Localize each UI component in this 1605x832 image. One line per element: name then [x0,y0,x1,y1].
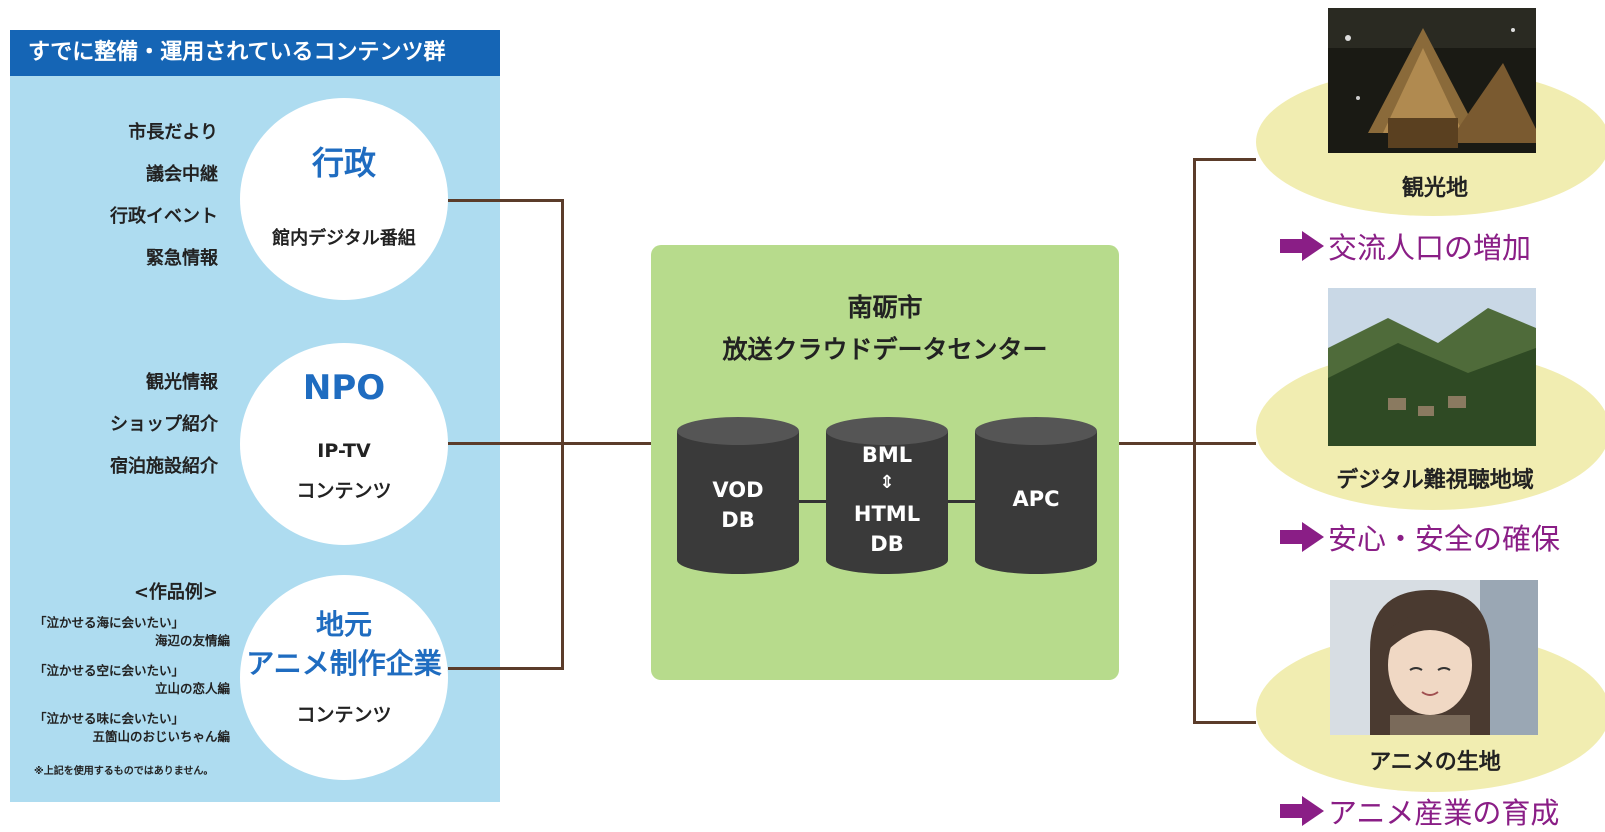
npo-item: 宿泊施設紹介 [110,456,218,477]
gyosei-subtitle: 館内デジタル番組 [272,228,416,249]
connector-line [448,667,563,670]
npo-title: NPO [302,368,386,408]
vod-db-label: DB [721,508,755,532]
mountain-valley-photo [1328,288,1536,446]
tourism-benefit-text: 交流人口の増加 [1328,231,1532,265]
db-connector [795,500,830,503]
work-subtitle: 立山の恋人編 [154,681,230,696]
html-db-cylinder [826,417,948,574]
html-db-label: BML [861,443,913,467]
work-subtitle: 海辺の友情編 [154,633,230,648]
disclaimer-note: ※上記を使用するものではありません。 [34,766,214,777]
anime-origin-benefit-text: アニメ産業の育成 [1328,796,1560,830]
tourism-label: 観光地 [1401,176,1468,201]
gyosei-circle [240,98,448,300]
connector-line [1193,721,1256,724]
right-arrow-icon [1280,231,1324,261]
npo-item: ショップ紹介 [110,414,218,435]
connector-line [448,199,563,202]
npo-subtitle-line: IP-TV [317,440,371,462]
data-center-title-line: 南砺市 [847,293,923,322]
digital-area-label: デジタル難視聴地域 [1336,468,1534,493]
db-connector [944,500,979,503]
html-db-label: DB [870,532,904,556]
gyosei-title: 行政 [311,144,376,182]
right-arrow-icon [1280,796,1324,826]
anime-origin-label: アニメの生地 [1369,750,1501,775]
work-title: 「泣かせる空に会いたい」 [34,663,185,678]
npo-item: 観光情報 [146,372,218,393]
connector-line [1193,442,1256,445]
data-center-title-line: 放送クラウドデータセンター [722,335,1048,364]
connector-line [448,442,651,445]
digital-area-benefit: 安心・安全の確保 [1280,516,1560,558]
gyosei-item: 緊急情報 [146,248,218,269]
apc-cylinder [975,417,1097,574]
html-db-label: HTML [853,502,921,526]
connector-line [1193,158,1196,724]
connector-line [1193,158,1256,161]
gyosei-item: 行政イベント [110,206,218,227]
gyosei-item: 議会中継 [146,164,218,185]
anime-title-line: 地元 [315,608,372,641]
npo-subtitle-line: コンテンツ [296,480,392,502]
anime-origin-benefit: アニメ産業の育成 [1280,790,1559,832]
connector-line [1119,442,1195,445]
gyosei-item: 市長だより [128,122,218,143]
right-arrow-icon [1280,522,1324,552]
gassho-village-night-photo [1328,8,1536,153]
work-title: 「泣かせる海に会いたい」 [34,615,185,630]
vod-db-cylinder [677,417,799,574]
npo-circle [240,343,448,545]
works-heading: <作品例> [133,582,218,603]
apc-label: APC [1012,487,1060,511]
digital-area-benefit-text: 安心・安全の確保 [1328,522,1561,556]
anime-subtitle: コンテンツ [296,704,392,726]
connector-line [561,199,564,670]
content-group-header: すでに整備・運用されているコンテンツ群 [10,30,500,76]
anime-title-line: アニメ制作企業 [246,647,442,680]
tourism-benefit: 交流人口の増加 [1280,225,1531,267]
vod-db-label: VOD [712,478,764,502]
work-subtitle: 五箇山のおじいちゃん編 [92,729,230,744]
work-title: 「泣かせる味に会いたい」 [34,711,185,726]
anime-character-photo [1330,580,1538,735]
up-down-arrow-icon: ⇕ [879,472,895,493]
anime-circle [240,575,448,780]
